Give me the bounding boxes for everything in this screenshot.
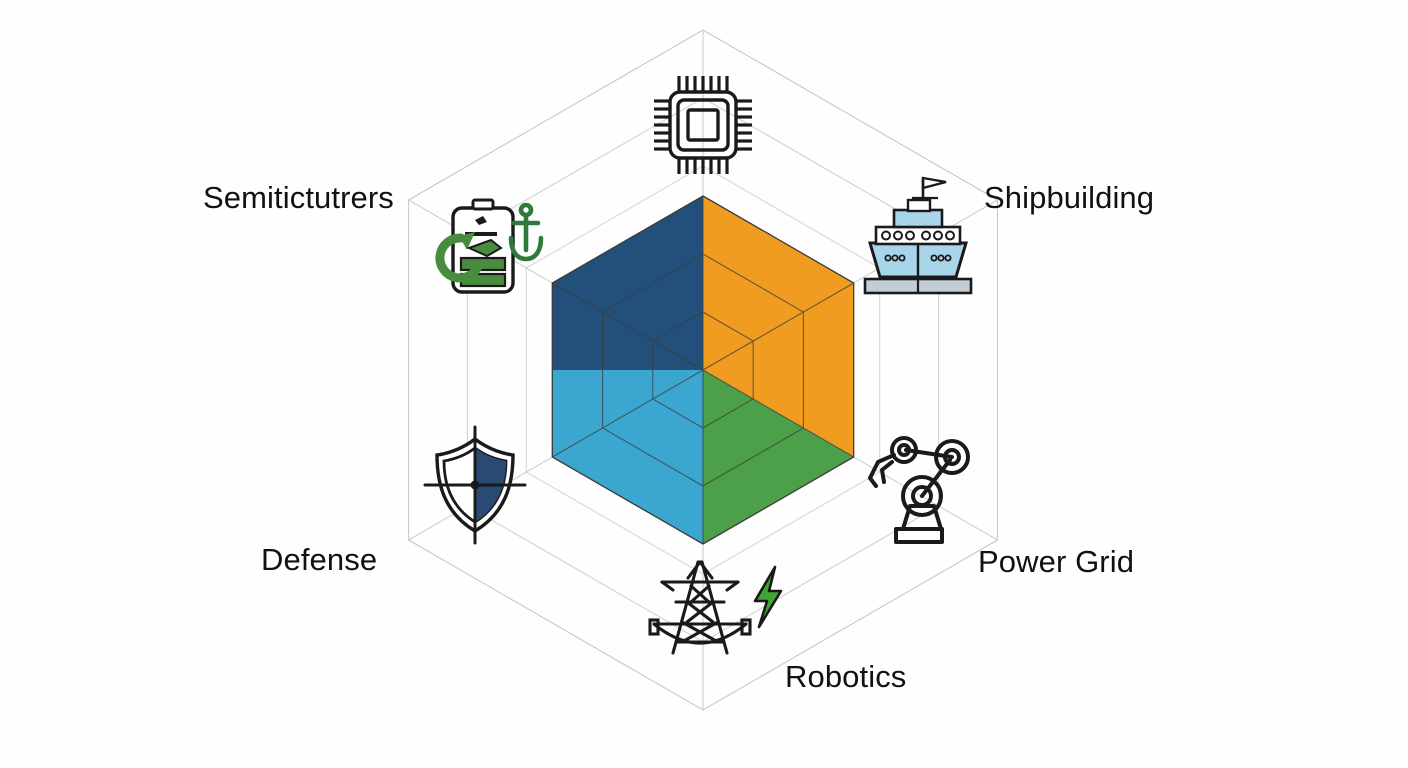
series-spoke-nw <box>552 282 704 371</box>
series-interior-lines <box>552 196 854 544</box>
series-outline <box>551 195 855 545</box>
series-quadrant-bottom-left <box>552 370 703 544</box>
lightning-bolt-icon <box>753 565 783 629</box>
series-spoke-sw <box>552 369 704 458</box>
series-polygon <box>552 196 854 544</box>
series-spoke-ne <box>702 282 854 371</box>
power-tower-icon <box>648 560 752 655</box>
axis-label-power-grid: Power Grid <box>978 544 1135 579</box>
chip-icon <box>654 76 752 174</box>
battery-recycle-anchor-icon <box>435 198 544 294</box>
series-spoke-se <box>702 369 854 458</box>
axis-label-shipbuilding: Shipbuilding <box>984 180 1155 215</box>
shield-icon <box>423 425 527 545</box>
axis-label-defense: Defense <box>261 542 378 577</box>
axis-label-semiconductors: Semitictutrers <box>203 180 394 215</box>
axis-label-robotics: Robotics <box>785 659 907 694</box>
series-quadrant-top-left <box>552 196 703 370</box>
robot-arm-icon <box>868 436 970 544</box>
ship-icon <box>863 176 973 295</box>
series-quadrant-bottom-right <box>703 370 854 544</box>
